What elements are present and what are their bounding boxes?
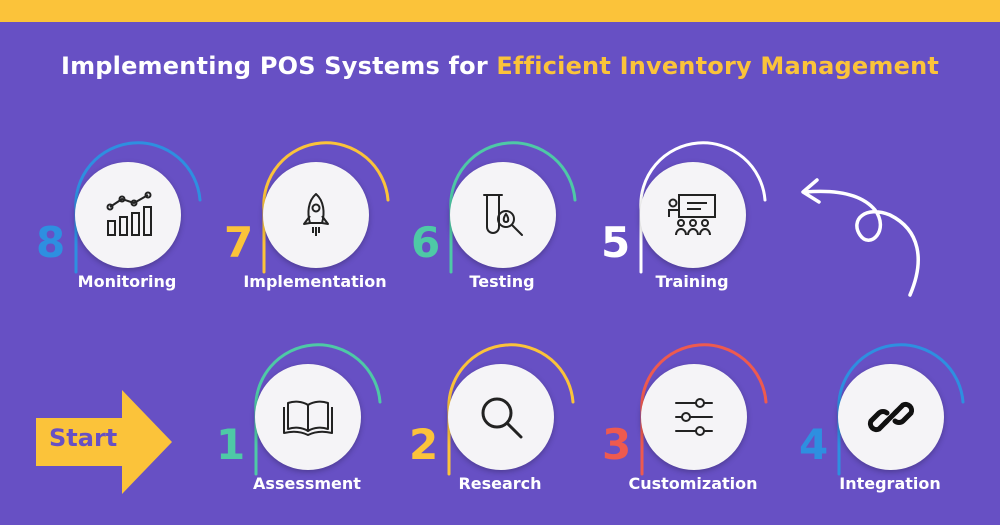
step-arc (640, 343, 768, 476)
link-icon (867, 401, 915, 433)
step-number: 7 (224, 218, 254, 267)
step-4: 4 Integration (795, 342, 985, 493)
step-7-circle (263, 162, 369, 268)
step-1-circle (255, 364, 361, 470)
step-arc (837, 343, 965, 476)
growth-chart-icon (106, 191, 152, 236)
top-accent-bar (0, 0, 1000, 22)
step-arc (262, 141, 390, 274)
step-4-circle (838, 364, 944, 470)
step-label: Training (655, 272, 729, 291)
step-label: Customization (628, 474, 758, 493)
step-6: 6 Testing (407, 140, 597, 291)
test-tube-icon (483, 194, 523, 236)
step-1: 1 Assessment (212, 342, 402, 493)
step-label: Assessment (253, 474, 361, 493)
step-number: 5 (601, 218, 631, 267)
book-icon (283, 400, 333, 436)
step-label: Monitoring (77, 272, 177, 291)
step-number: 6 (411, 218, 441, 267)
page-title: Implementing POS Systems for Efficient I… (0, 52, 1000, 80)
step-3-circle (641, 364, 747, 470)
title-highlight: Efficient Inventory Management (496, 52, 940, 80)
step-3: 3 Customization (598, 342, 788, 493)
magnifier-icon (481, 397, 523, 439)
step-5: 5 Training (597, 140, 787, 291)
presentation-icon (668, 194, 716, 236)
step-2-circle (448, 364, 554, 470)
step-label: Research (458, 474, 542, 493)
step-number: 2 (409, 420, 439, 469)
step-label: Testing (469, 272, 535, 291)
step-arc (447, 343, 575, 476)
curly-return-arrow-icon (801, 178, 920, 297)
start-label: Start (49, 424, 118, 452)
step-5-circle (640, 162, 746, 268)
step-number: 4 (799, 420, 829, 469)
start-arrow-icon (36, 390, 172, 494)
step-label: Integration (839, 474, 941, 493)
step-number: 1 (216, 420, 246, 469)
step-6-circle (450, 162, 556, 268)
step-arc (639, 141, 767, 274)
step-arc (449, 141, 577, 274)
sliders-icon (675, 398, 713, 436)
step-8-circle (75, 162, 181, 268)
step-number: 3 (602, 420, 632, 469)
step-2: 2 Research (405, 342, 595, 493)
step-label: Implementation (243, 272, 387, 291)
title-prefix: Implementing POS Systems for (60, 52, 497, 80)
step-7: 7 Implementation (220, 140, 410, 291)
step-arc (254, 343, 382, 476)
step-8: 8 Monitoring (32, 140, 222, 291)
rocket-icon (303, 193, 329, 236)
step-arc (74, 141, 202, 274)
step-number: 8 (36, 218, 66, 267)
